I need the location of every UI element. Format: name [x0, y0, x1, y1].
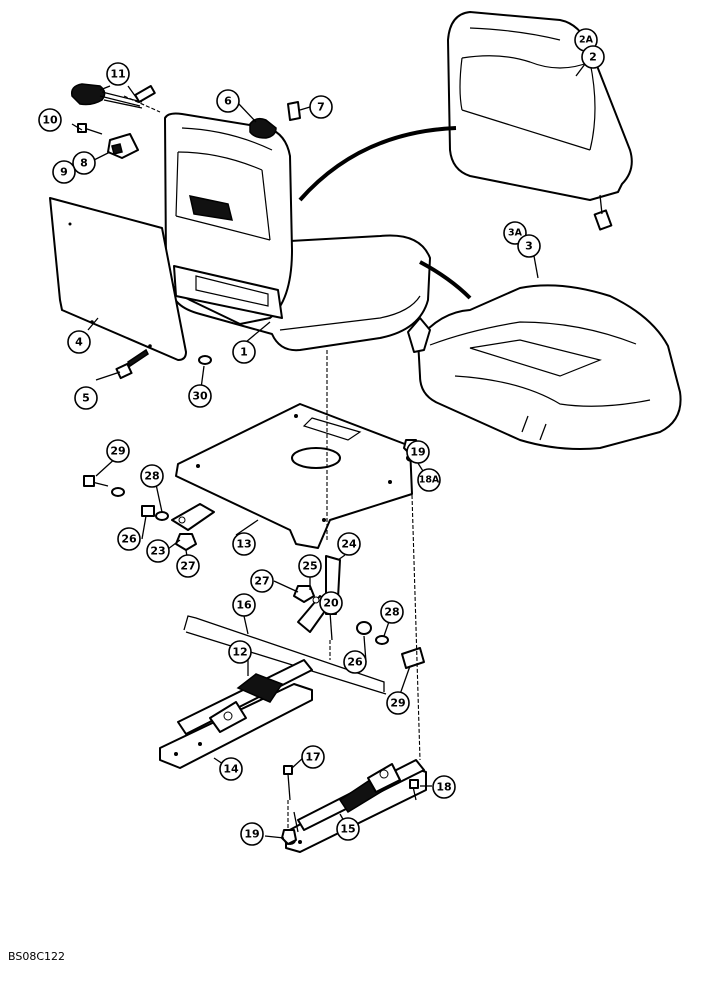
bolt-and-bracket	[77, 123, 139, 159]
complete-seat	[164, 112, 431, 352]
callout-12: 12	[228, 640, 252, 664]
callout-4: 4	[67, 330, 91, 354]
callout-28-right: 28	[380, 600, 404, 624]
callout-9: 9	[52, 160, 76, 184]
callout-27-right: 27	[250, 569, 274, 593]
svg-text:13: 13	[236, 538, 251, 551]
callout-20: 20	[319, 591, 343, 615]
callout-26-right: 26	[343, 650, 367, 674]
svg-text:3: 3	[525, 240, 533, 253]
connection-arcs	[298, 126, 472, 300]
callout-26-left: 26	[117, 527, 141, 551]
svg-text:27: 27	[254, 575, 269, 588]
svg-text:9: 9	[60, 166, 68, 179]
svg-text:3A: 3A	[508, 228, 523, 239]
svg-text:7: 7	[317, 101, 325, 114]
left-slide-rail	[159, 659, 313, 769]
callout-28-left: 28	[140, 464, 164, 488]
svg-text:2A: 2A	[579, 35, 594, 46]
svg-text:26: 26	[121, 533, 137, 546]
callout-18: 18	[432, 775, 456, 799]
mounting-plate	[171, 403, 413, 549]
svg-text:29: 29	[390, 697, 405, 710]
callout-17: 17	[301, 745, 325, 769]
callout-11: 11	[106, 62, 130, 86]
callout-14: 14	[219, 757, 243, 781]
knob-assembly	[70, 83, 156, 109]
callout-1: 1	[232, 340, 256, 364]
svg-text:12: 12	[232, 646, 247, 659]
alignment-lines	[123, 95, 421, 828]
callout-8: 8	[72, 151, 96, 175]
svg-text:18A: 18A	[419, 475, 440, 486]
svg-text:4: 4	[75, 336, 83, 349]
svg-text:17: 17	[305, 751, 320, 764]
callout-10: 10	[38, 108, 62, 132]
figure-code: BS08C122	[8, 950, 65, 963]
svg-text:19: 19	[410, 446, 425, 459]
svg-text:5: 5	[82, 392, 90, 405]
callout-13: 13	[232, 532, 256, 556]
left-hardware	[83, 475, 197, 551]
svg-text:1: 1	[240, 346, 248, 359]
svg-text:29: 29	[110, 445, 125, 458]
svg-text:18: 18	[436, 781, 451, 794]
callout-29-left: 29	[106, 439, 130, 463]
screw-and-washer	[115, 348, 212, 380]
callout-18a: 18A	[417, 468, 441, 492]
svg-text:27: 27	[180, 560, 195, 573]
svg-text:20: 20	[323, 597, 339, 610]
lower-hardware	[281, 765, 297, 845]
callout-30: 30	[188, 384, 212, 408]
callout-5: 5	[74, 386, 98, 410]
seat-cushion	[407, 284, 682, 450]
callout-16: 16	[232, 593, 256, 617]
svg-text:15: 15	[340, 823, 355, 836]
svg-text:26: 26	[347, 656, 363, 669]
callout-25: 25	[298, 554, 322, 578]
back-cushion	[447, 11, 633, 231]
svg-text:10: 10	[42, 114, 58, 127]
right-slide-rail	[284, 759, 427, 853]
callout-6: 6	[216, 89, 240, 113]
svg-text:11: 11	[110, 68, 125, 81]
side-panel	[49, 197, 187, 361]
svg-text:14: 14	[223, 763, 239, 776]
svg-text:30: 30	[192, 390, 208, 403]
callout-7: 7	[309, 95, 333, 119]
svg-text:28: 28	[384, 606, 399, 619]
callout-23: 23	[146, 539, 170, 563]
callout-15: 15	[336, 817, 360, 841]
callout-19-upper: 19	[406, 440, 430, 464]
rod	[183, 615, 387, 695]
svg-text:6: 6	[224, 95, 232, 108]
svg-text:8: 8	[80, 157, 88, 170]
svg-text:23: 23	[150, 545, 165, 558]
svg-text:19: 19	[244, 828, 259, 841]
callout-2: 2	[581, 45, 605, 69]
svg-text:16: 16	[236, 599, 252, 612]
knob-and-pin	[249, 101, 301, 139]
callout-19-lower: 19	[240, 822, 264, 846]
svg-text:2: 2	[589, 51, 597, 64]
callout-24: 24	[337, 532, 361, 556]
callout-27-left: 27	[176, 554, 200, 578]
svg-text:24: 24	[341, 538, 357, 551]
callout-29-right: 29	[386, 691, 410, 715]
callout-3: 3	[517, 234, 541, 258]
svg-text:28: 28	[144, 470, 159, 483]
svg-text:25: 25	[302, 560, 317, 573]
